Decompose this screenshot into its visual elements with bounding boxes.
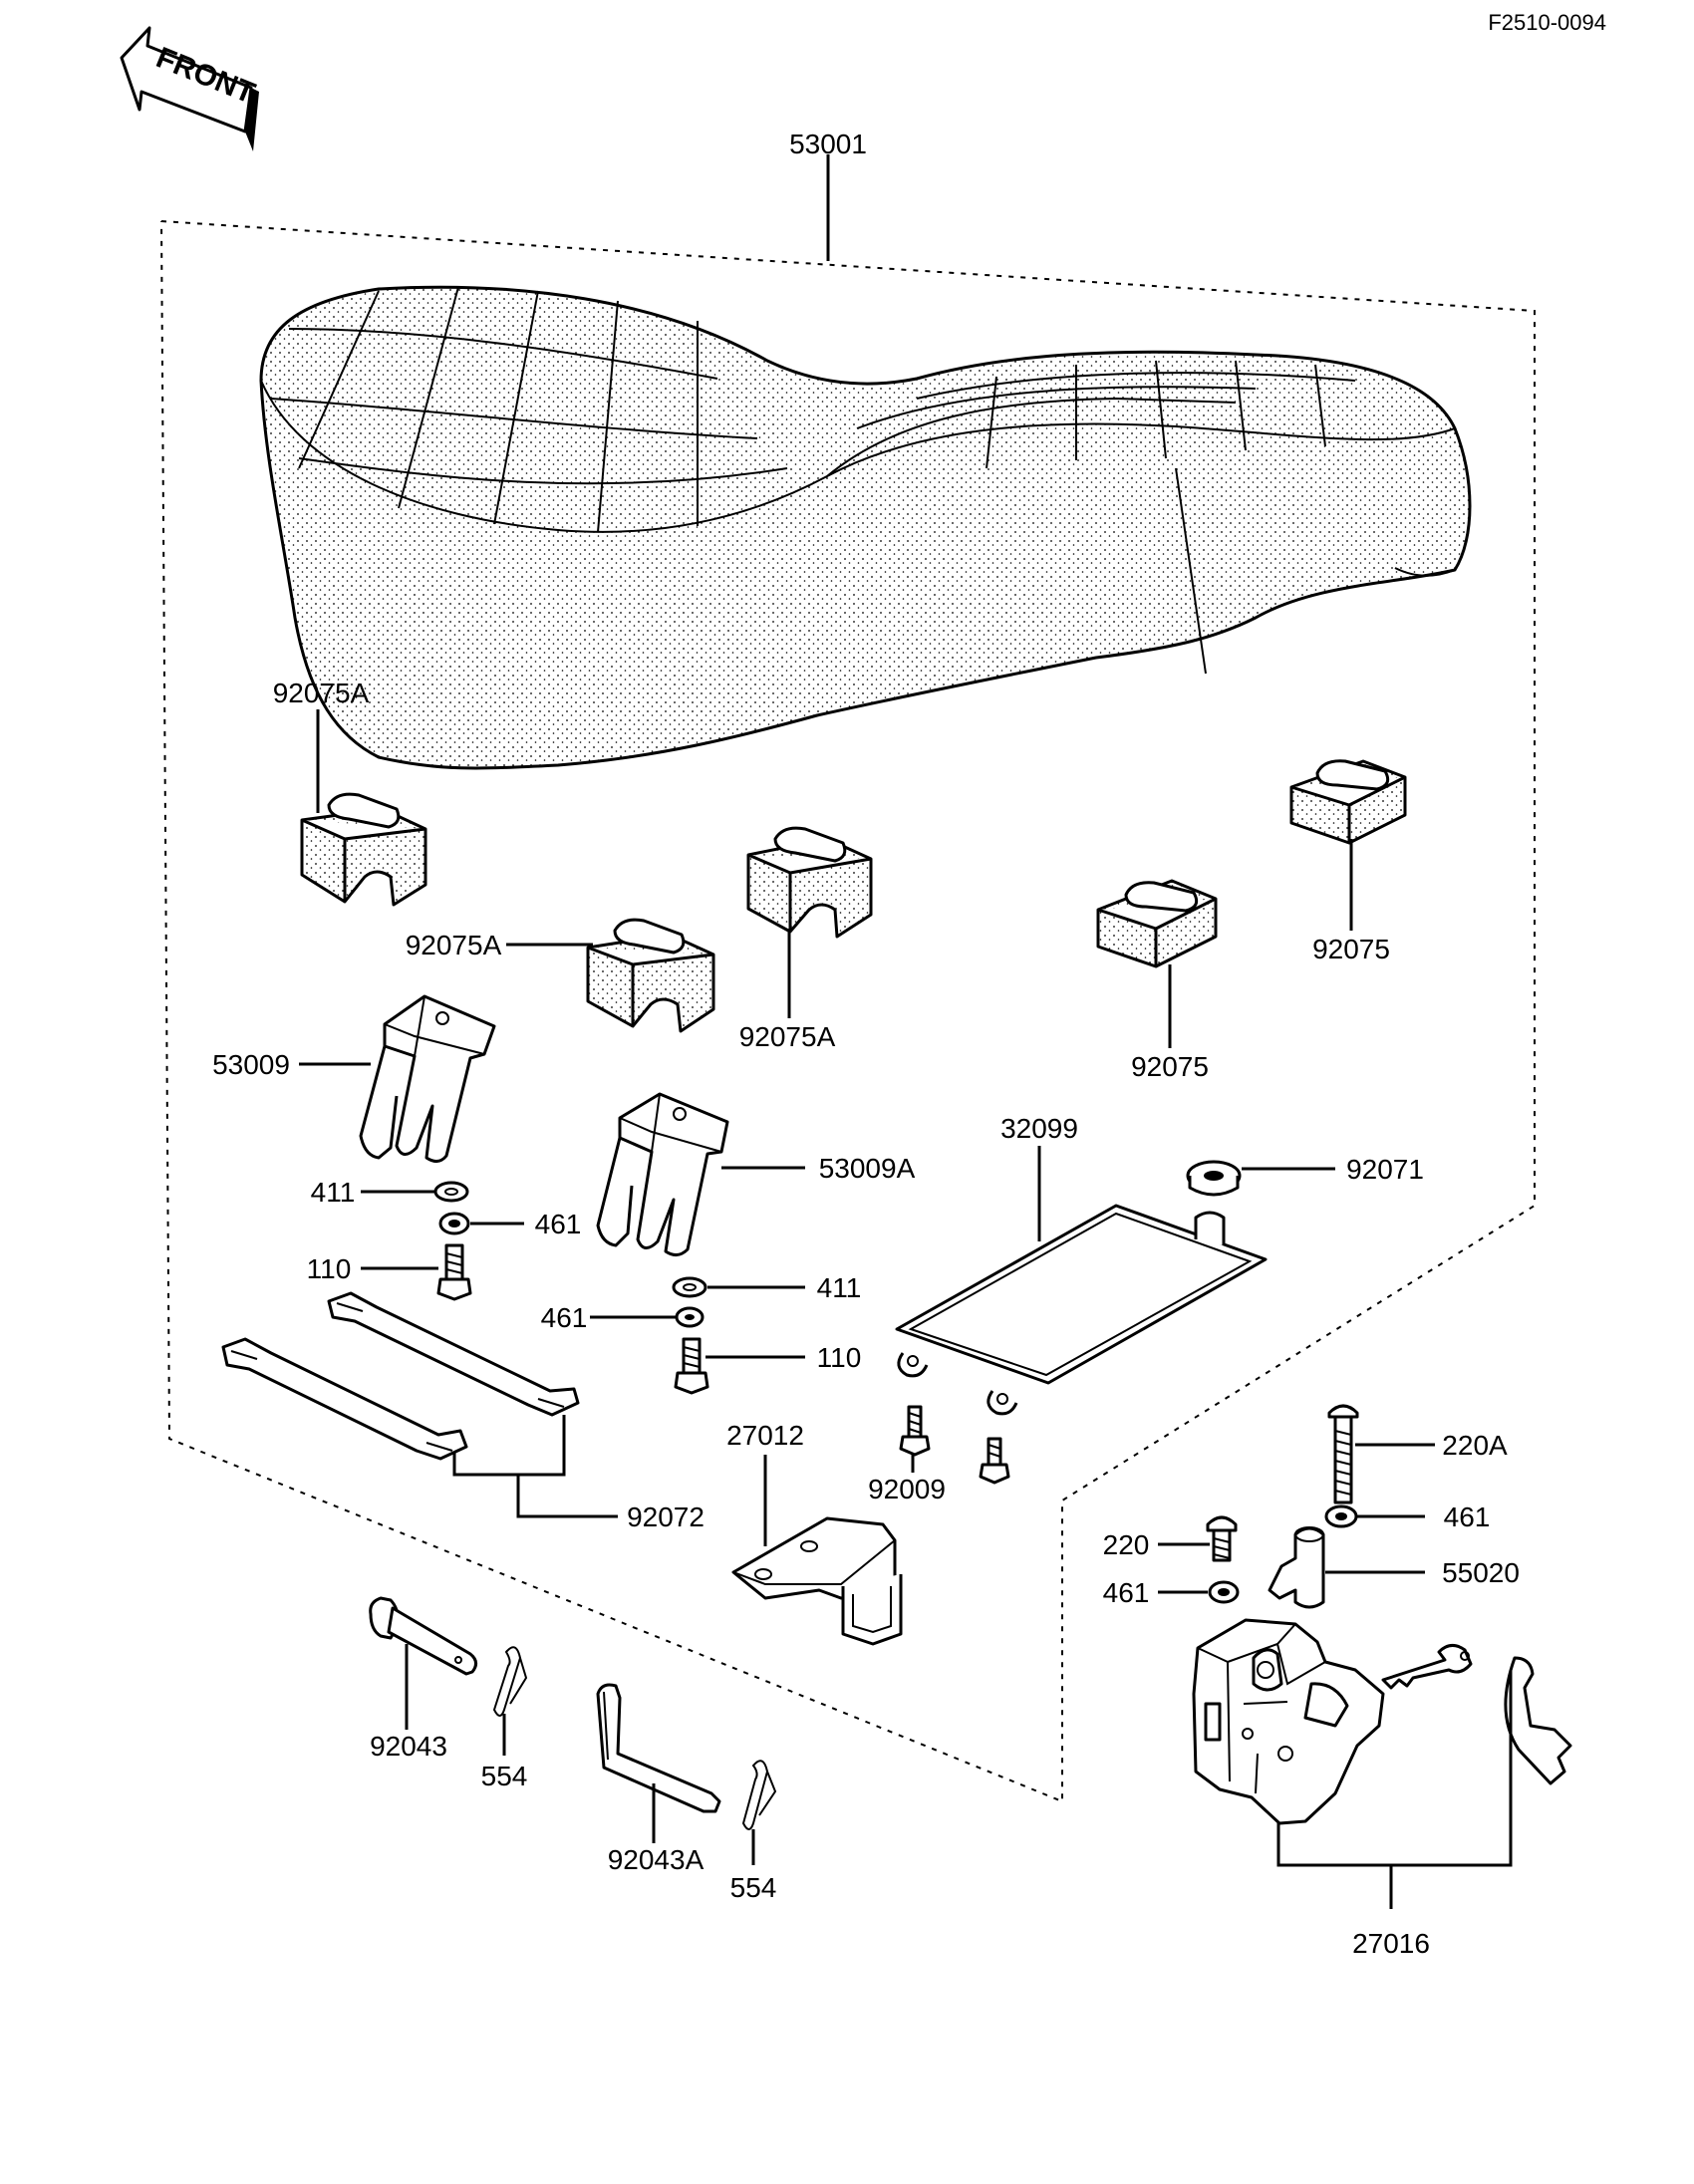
- label-110-left: 110: [307, 1253, 352, 1284]
- hook-27012: [731, 1516, 903, 1646]
- label-92075a-center: 92075A: [739, 1021, 836, 1052]
- washer-411-left: [433, 1181, 469, 1203]
- bolt-220a: [1327, 1404, 1359, 1504]
- label-411-right: 411: [817, 1272, 862, 1303]
- rubber-bumper-92075a-3: [746, 826, 873, 939]
- label-554-left: 554: [481, 1761, 528, 1791]
- label-411-left: 411: [311, 1177, 356, 1208]
- screw-92009-left: [899, 1405, 931, 1457]
- bolt-110-right: [674, 1337, 709, 1395]
- label-92075-lower: 92075: [1131, 1051, 1209, 1082]
- label-554-right: 554: [730, 1872, 777, 1903]
- nut-461-lock-top: [1324, 1504, 1358, 1528]
- label-53001: 53001: [789, 129, 867, 159]
- pin-92043a: [596, 1683, 721, 1813]
- strap-92072-upper: [327, 1291, 580, 1417]
- grommet-92071: [1186, 1160, 1242, 1197]
- label-55020: 55020: [1442, 1557, 1520, 1588]
- washer-411-right: [672, 1276, 707, 1298]
- spacer-55020: [1268, 1526, 1325, 1609]
- bolt-220: [1206, 1515, 1238, 1562]
- label-27012: 27012: [726, 1420, 804, 1451]
- label-92009: 92009: [868, 1474, 946, 1504]
- nut-461-right: [675, 1306, 705, 1328]
- label-461-right: 461: [541, 1302, 588, 1333]
- label-92075-right: 92075: [1312, 934, 1390, 964]
- clip-554-left: [492, 1646, 528, 1717]
- front-arrow-icon: FRONT: [120, 26, 259, 151]
- label-92075a-middle: 92075A: [406, 930, 502, 960]
- nut-461-left: [438, 1212, 470, 1235]
- clip-554-right: [741, 1760, 777, 1830]
- label-92071: 92071: [1346, 1154, 1424, 1185]
- label-220: 220: [1103, 1529, 1150, 1560]
- label-461-left: 461: [535, 1209, 582, 1239]
- bolt-110-left: [436, 1243, 472, 1301]
- label-27016: 27016: [1352, 1928, 1430, 1959]
- assembly-boundary: [160, 220, 1536, 1803]
- tray-32099: [895, 1204, 1268, 1416]
- key-icon: [1381, 1644, 1572, 1785]
- label-92043a: 92043A: [608, 1844, 705, 1875]
- rubber-bumper-92075a-1: [300, 792, 427, 907]
- label-461-lock-bottom: 461: [1103, 1577, 1150, 1608]
- label-92043: 92043: [370, 1731, 447, 1762]
- seat: [259, 285, 1472, 770]
- label-92075a-top: 92075A: [273, 678, 370, 708]
- nut-461-lock-bottom: [1208, 1580, 1240, 1604]
- rubber-bumper-92075-1: [1096, 879, 1218, 968]
- seat-lock-27016: [1192, 1618, 1385, 1825]
- pin-92043: [369, 1596, 477, 1676]
- label-53009a: 53009A: [819, 1153, 916, 1184]
- label-32099: 32099: [1000, 1113, 1078, 1144]
- bracket-53009: [359, 994, 496, 1163]
- screw-92009-right: [979, 1437, 1010, 1485]
- diagram-code: F2510-0094: [1488, 10, 1606, 35]
- label-110-right: 110: [817, 1342, 862, 1373]
- rubber-bumper-92075-2: [1289, 759, 1407, 845]
- label-92072: 92072: [627, 1502, 705, 1532]
- rubber-bumper-92075a-2: [586, 918, 715, 1033]
- bracket-53009a: [596, 1092, 729, 1256]
- label-461-lock-top: 461: [1444, 1502, 1491, 1532]
- label-220a: 220A: [1442, 1430, 1508, 1461]
- label-53009: 53009: [212, 1049, 290, 1080]
- strap-92072-lower: [221, 1337, 468, 1461]
